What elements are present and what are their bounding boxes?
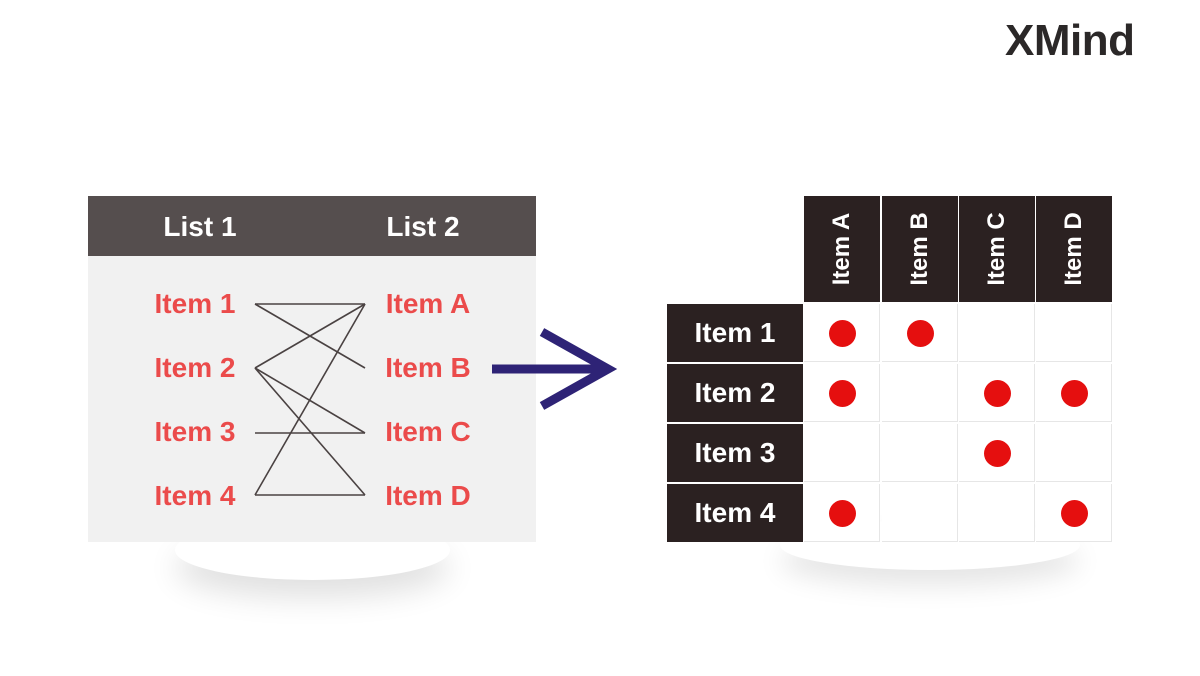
matrix-cell bbox=[959, 484, 1035, 542]
list-panel: List 1 List 2 bbox=[88, 196, 536, 542]
matrix-cell bbox=[882, 364, 958, 422]
matrix-cell bbox=[882, 304, 958, 362]
matrix-cell bbox=[1036, 304, 1112, 362]
relation-dot-icon bbox=[1061, 500, 1088, 527]
relation-dot-icon bbox=[1061, 380, 1088, 407]
matrix-cell bbox=[804, 424, 880, 482]
relation-dot-icon bbox=[984, 380, 1011, 407]
matrix-column-header: Item B bbox=[882, 196, 958, 302]
list-2-item: Item B bbox=[385, 352, 471, 383]
matrix-cell bbox=[804, 484, 880, 542]
xmind-logo: XMind bbox=[1005, 16, 1135, 65]
relation-dot-icon bbox=[829, 500, 856, 527]
matrix-column-header: Item D bbox=[1036, 196, 1112, 302]
list-2-title: List 2 bbox=[386, 211, 460, 242]
matrix-row-header: Item 4 bbox=[667, 484, 803, 542]
relation-dot-icon bbox=[829, 320, 856, 347]
list-1-item: Item 2 bbox=[154, 352, 236, 383]
matrix-cell bbox=[882, 484, 958, 542]
matrix-cell bbox=[882, 424, 958, 482]
list-1-item: Item 1 bbox=[154, 288, 236, 319]
list-1-item: Item 4 bbox=[154, 480, 236, 511]
matrix-cell bbox=[804, 364, 880, 422]
matrix-column-header: Item C bbox=[959, 196, 1035, 302]
matrix-cell bbox=[959, 424, 1035, 482]
link-line bbox=[254, 303, 366, 369]
matrix-cell bbox=[1036, 424, 1112, 482]
list-panel-header: List 1 List 2 bbox=[88, 196, 536, 256]
relation-dot-icon bbox=[984, 440, 1011, 467]
matrix-column-header: Item A bbox=[804, 196, 880, 302]
list-2-item: Item C bbox=[385, 416, 471, 447]
link-line bbox=[254, 303, 366, 496]
matrix-row-header: Item 3 bbox=[667, 424, 803, 482]
link-line bbox=[254, 367, 366, 496]
list-1-title: List 1 bbox=[163, 211, 237, 242]
matrix-cell bbox=[1036, 364, 1112, 422]
matrix-row-header: Item 1 bbox=[667, 304, 803, 362]
list-2-item: Item A bbox=[385, 288, 471, 319]
relation-dot-icon bbox=[907, 320, 934, 347]
matrix-row-header: Item 2 bbox=[667, 364, 803, 422]
relation-dot-icon bbox=[829, 380, 856, 407]
matrix-cell bbox=[1036, 484, 1112, 542]
arrow-right-icon bbox=[492, 328, 618, 410]
matrix-cell bbox=[959, 364, 1035, 422]
matrix-cell bbox=[804, 304, 880, 362]
list-1-item: Item 3 bbox=[154, 416, 236, 447]
list-2-item: Item D bbox=[385, 480, 471, 511]
matrix-cell bbox=[959, 304, 1035, 362]
